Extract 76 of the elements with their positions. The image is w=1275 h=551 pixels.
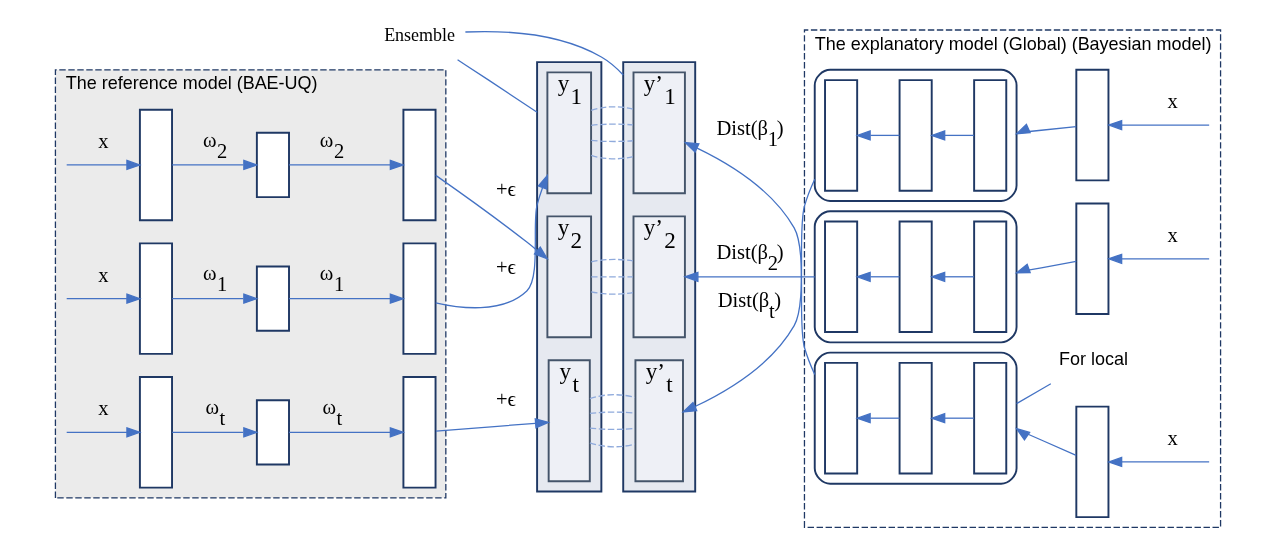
edge-label: x (1167, 426, 1178, 449)
node-box (972, 79, 1007, 192)
arrow (680, 178, 815, 413)
arrow (854, 130, 900, 141)
connector (588, 427, 635, 431)
arrow (65, 426, 142, 438)
arrow (682, 271, 815, 283)
cluster (813, 210, 1017, 344)
connector (590, 291, 634, 295)
connector (588, 442, 635, 448)
node-box (138, 376, 173, 489)
connector (590, 154, 634, 160)
connector (590, 258, 634, 263)
node-box (255, 131, 290, 199)
node-box (823, 79, 858, 192)
node-box (255, 265, 290, 332)
arrow (287, 159, 405, 171)
arrow (434, 174, 549, 261)
edge-label: x (97, 263, 108, 286)
node-box (972, 361, 1007, 475)
arrow (287, 293, 405, 305)
node-box (1074, 405, 1109, 519)
connector (590, 139, 634, 143)
arrow (434, 417, 550, 432)
node-box (823, 220, 858, 334)
arrow (683, 141, 815, 376)
node-box (401, 108, 436, 222)
edge-label: +ϵ (495, 255, 516, 278)
node-box (1074, 202, 1109, 316)
node-box (138, 242, 173, 355)
edge-label: x (1167, 223, 1178, 246)
connector (588, 411, 635, 415)
arrow (1014, 427, 1077, 456)
arrow (434, 173, 548, 309)
arrow (171, 293, 259, 305)
node-text: For local (1058, 349, 1128, 370)
arrow (854, 412, 900, 424)
arrow (854, 271, 900, 283)
node-box (138, 108, 173, 222)
connector (464, 30, 624, 76)
edge-label: +ϵ (495, 388, 516, 411)
node-box (401, 376, 436, 489)
node-box (255, 399, 290, 466)
edge-label: x (97, 129, 108, 152)
arrow (929, 412, 975, 424)
arrow (1106, 119, 1210, 131)
arrow (287, 426, 405, 438)
node-text: Ensemble (383, 25, 455, 46)
node-box (972, 220, 1007, 334)
node-box (401, 242, 436, 355)
edge-label: x (1167, 90, 1178, 113)
cluster (813, 68, 1017, 202)
connector (590, 276, 634, 278)
arrow (65, 159, 142, 171)
connector (588, 394, 635, 400)
node-box (823, 361, 858, 475)
arrow (929, 130, 975, 141)
arrow (1014, 260, 1077, 274)
arrow (1106, 456, 1210, 468)
connector (590, 106, 634, 111)
node-box (1074, 68, 1109, 182)
node-box (898, 79, 933, 192)
arrow (1106, 253, 1210, 265)
arrow (929, 271, 975, 283)
arrow (1014, 123, 1077, 135)
arrow (65, 293, 142, 305)
arrow (171, 159, 259, 171)
node-box (898, 361, 933, 475)
edge-label: +ϵ (495, 177, 516, 200)
cluster (813, 351, 1017, 485)
edge-label: x (97, 397, 108, 420)
arrow (171, 426, 259, 438)
connector (590, 123, 634, 126)
node-box (898, 220, 933, 334)
connector (456, 59, 538, 113)
connector (1015, 383, 1051, 405)
